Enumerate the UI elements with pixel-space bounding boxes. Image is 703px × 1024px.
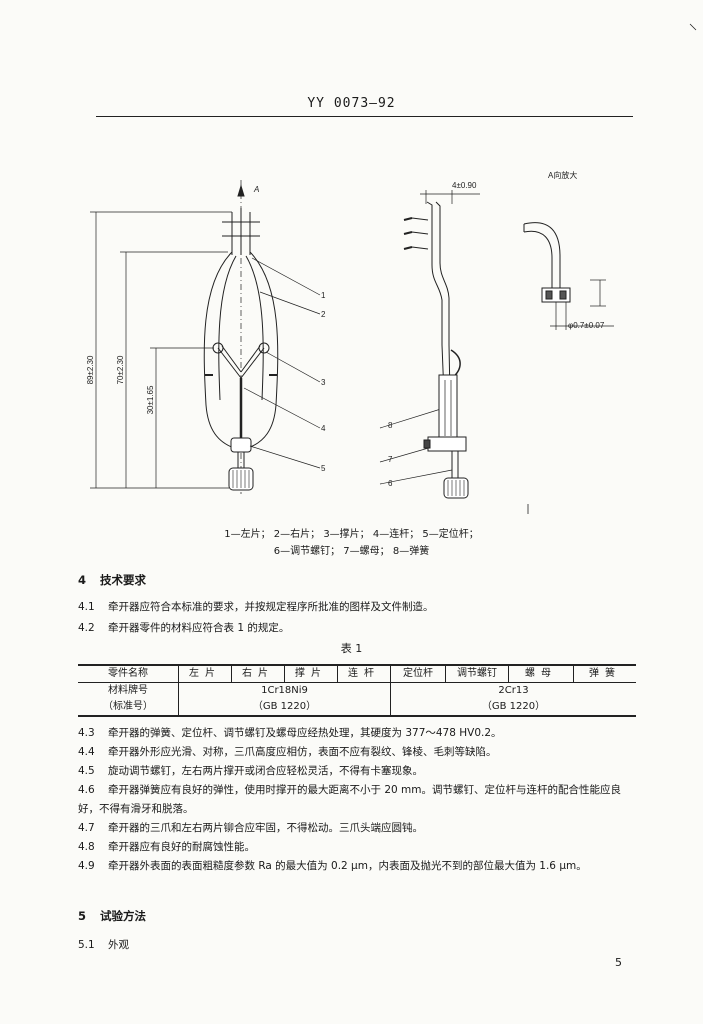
section-5-number: 5 <box>78 909 87 923</box>
figure-caption-line1: 1—左片； 2—右片； 3—撑片； 4—连杆； 5—定位杆； <box>224 529 479 540</box>
table-header-cell: 撑片 <box>284 664 338 683</box>
callout-2: 2 <box>321 310 326 319</box>
callout-8: 8 <box>388 421 393 430</box>
para-number: 5.1 <box>78 939 95 951</box>
para-4-8: 4.8 牵开器应有良好的耐腐蚀性能。 <box>78 838 636 857</box>
para-5-1: 5.1 外观 <box>78 936 636 955</box>
para-text: 牵开器零件的材料应符合表 1 的规定。 <box>108 622 290 634</box>
section-4-number: 4 <box>78 573 87 587</box>
table-header-cell: 螺母 <box>508 664 574 683</box>
table-header-row: 零件名称 左片 右片 撑片 连杆 定位杆 调节螺钉 螺母 弹簧 <box>78 664 636 683</box>
side-view <box>403 190 480 499</box>
leader-lines <box>243 257 453 485</box>
callout-7: 7 <box>388 455 393 464</box>
dimension-lines <box>90 211 232 489</box>
table-header-cell: 左片 <box>178 664 232 683</box>
para-4-7: 4.7 牵开器的三爪和左右两片铆合应牢固，不得松动。三爪头端应圆钝。 <box>78 819 636 838</box>
header-rule <box>96 116 633 117</box>
para-text: 牵开器的弹簧、定位杆、调节螺钉及螺母应经热处理，其硬度为 377～478 HV0… <box>108 727 502 739</box>
para-number: 4.3 <box>78 727 95 739</box>
table-header-cell: 零件名称 <box>78 664 179 683</box>
table-header-cell: 弹簧 <box>573 664 636 683</box>
para-number: 4.1 <box>78 601 95 613</box>
para-4-3: 4.3 牵开器的弹簧、定位杆、调节螺钉及螺母应经热处理，其硬度为 377～478 … <box>78 724 636 743</box>
para-4-1: 4.1 牵开器应符合本标准的要求，并按规定程序所批准的图样及文件制造。 <box>78 598 636 617</box>
callout-4: 4 <box>321 424 326 433</box>
para-text: 牵开器的三爪和左右两片铆合应牢固，不得松动。三爪头端应圆钝。 <box>108 822 423 834</box>
material-std-group1: （GB 1220） <box>178 699 391 717</box>
para-text: 牵开器弹簧应有良好的弹性，使用时撑开的最大距离不小于 20 mm。调节螺钉、定位… <box>78 784 621 815</box>
retractor-drawing: 89±2.30 70±2.30 30±1.65 A 4±0.90 A向放大 φ0… <box>86 23 697 514</box>
section-4-title: 技术要求 <box>100 573 146 587</box>
view-label-a: A <box>253 185 259 194</box>
figure-caption-line2: 6—调节螺钉； 7—螺母； 8—弹簧 <box>273 546 430 557</box>
dim-width-tol: 4±0.90 <box>452 181 477 190</box>
callout-6: 6 <box>388 479 393 488</box>
section-5-title: 试验方法 <box>100 909 146 923</box>
standard-number: YY 0073—92 <box>307 96 396 111</box>
dim-lower-height: 30±1.65 <box>146 385 155 414</box>
detail-title: A向放大 <box>548 170 577 180</box>
para-number: 4.9 <box>78 860 95 872</box>
page-number: 5 <box>615 956 622 969</box>
dim-total-height: 89±2.30 <box>86 355 95 384</box>
table-header-cell: 右片 <box>231 664 285 683</box>
front-view <box>203 180 279 494</box>
table-row: （标准号） （GB 1220） （GB 1220） <box>78 699 636 717</box>
para-number: 4.5 <box>78 765 95 777</box>
callout-1: 1 <box>321 291 326 300</box>
para-number: 4.7 <box>78 822 95 834</box>
para-text: 牵开器外表面的表面粗糙度参数 Ra 的最大值为 0.2 μm，内表面及抛光不到的… <box>108 860 587 872</box>
table-header-cell: 定位杆 <box>390 664 446 683</box>
detail-a-view <box>523 222 614 330</box>
material-table: 零件名称 左片 右片 撑片 连杆 定位杆 调节螺钉 螺母 弹簧 材料牌号 1Cr… <box>78 664 636 717</box>
para-number: 4.6 <box>78 784 95 796</box>
dim-hole-diameter: φ0.7±0.07 <box>568 321 605 330</box>
table-header-cell: 调节螺钉 <box>445 664 509 683</box>
para-number: 4.2 <box>78 622 95 634</box>
para-text: 牵开器应有良好的耐腐蚀性能。 <box>108 841 255 853</box>
material-grade-group2: 2Cr13 <box>390 682 636 699</box>
row-label: 材料牌号 <box>78 682 179 699</box>
para-4-4: 4.4 牵开器外形应光滑、对称，三爪高度应相仿，表面不应有裂纹、锋棱、毛刺等缺陷。 <box>78 743 636 762</box>
material-grade-group1: 1Cr18Ni9 <box>178 682 391 699</box>
section-4-heading: 4 技术要求 <box>78 572 146 588</box>
view-arrow <box>237 184 245 197</box>
row-label: （标准号） <box>78 699 179 717</box>
callout-3: 3 <box>321 378 326 387</box>
callout-5: 5 <box>321 464 326 473</box>
dim-spring-height: 70±2.30 <box>116 355 125 384</box>
section-5-heading: 5 试验方法 <box>78 908 146 924</box>
table-row: 材料牌号 1Cr18Ni9 2Cr13 <box>78 682 636 699</box>
material-std-group2: （GB 1220） <box>390 699 636 717</box>
para-number: 4.4 <box>78 746 95 758</box>
para-4-5: 4.5 旋动调节螺钉，左右两片撑开或闭合应轻松灵活，不得有卡塞现象。 <box>78 762 636 781</box>
para-4-9: 4.9 牵开器外表面的表面粗糙度参数 Ra 的最大值为 0.2 μm，内表面及抛光… <box>78 857 636 876</box>
para-text: 牵开器应符合本标准的要求，并按规定程序所批准的图样及文件制造。 <box>108 601 434 613</box>
para-text: 牵开器外形应光滑、对称，三爪高度应相仿，表面不应有裂纹、锋棱、毛刺等缺陷。 <box>108 746 497 758</box>
para-text: 外观 <box>108 939 129 951</box>
para-4-2: 4.2 牵开器零件的材料应符合表 1 的规定。 <box>78 619 636 638</box>
para-number: 4.8 <box>78 841 95 853</box>
para-text: 旋动调节螺钉，左右两片撑开或闭合应轻松灵活，不得有卡塞现象。 <box>108 765 423 777</box>
table-title: 表 1 <box>340 642 363 655</box>
table-header-cell: 连杆 <box>337 664 391 683</box>
